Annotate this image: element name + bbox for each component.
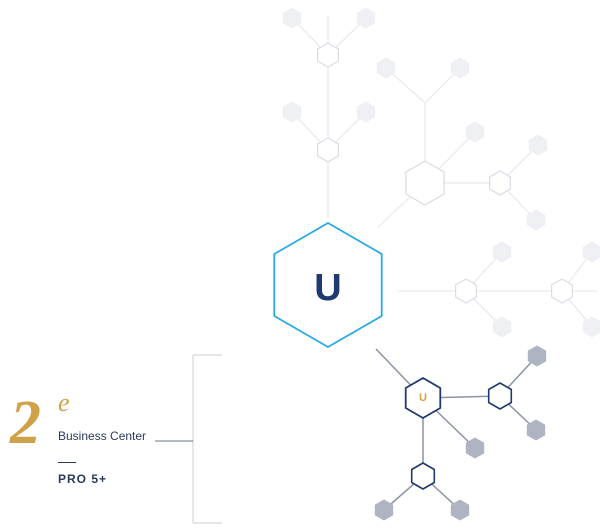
faded-node bbox=[376, 57, 396, 79]
faded-node bbox=[465, 121, 485, 143]
faded-node bbox=[356, 7, 376, 29]
faded-node bbox=[526, 209, 546, 231]
faded-hub-node bbox=[455, 278, 477, 304]
faded-hub-node bbox=[317, 137, 339, 163]
brand-divider bbox=[58, 462, 76, 463]
faded-node bbox=[492, 241, 512, 263]
member-u-node bbox=[404, 377, 442, 419]
faded-node bbox=[582, 241, 600, 263]
faded-node bbox=[282, 101, 302, 123]
member-hub-node bbox=[410, 462, 436, 490]
faded-hub-node bbox=[489, 170, 511, 196]
faded-node bbox=[492, 316, 512, 338]
member-leaf-node bbox=[527, 345, 547, 367]
brand-name: Business Center bbox=[58, 429, 147, 443]
brand-logo-number: 2 bbox=[10, 389, 41, 457]
member-leaf-node bbox=[374, 499, 394, 521]
faded-node bbox=[450, 57, 470, 79]
member-hub-node bbox=[487, 382, 513, 410]
faded-node bbox=[356, 101, 376, 123]
member-leaf-node bbox=[526, 419, 546, 441]
faded-hub-node bbox=[317, 42, 339, 68]
faded-node bbox=[528, 134, 548, 156]
faded-node bbox=[282, 7, 302, 29]
center-u-node bbox=[273, 222, 383, 348]
faded-hub-node-large bbox=[405, 160, 445, 206]
center-u-label: U bbox=[314, 267, 341, 309]
brand-tier-label: PRO 5+ bbox=[58, 472, 108, 486]
member-u-label: U bbox=[419, 392, 427, 404]
member-leaf-node bbox=[450, 499, 470, 521]
faded-hub-node bbox=[550, 278, 574, 304]
member-leaf-node bbox=[465, 437, 485, 459]
brand-logo-superscript: e bbox=[58, 388, 70, 417]
faded-node bbox=[582, 316, 600, 338]
